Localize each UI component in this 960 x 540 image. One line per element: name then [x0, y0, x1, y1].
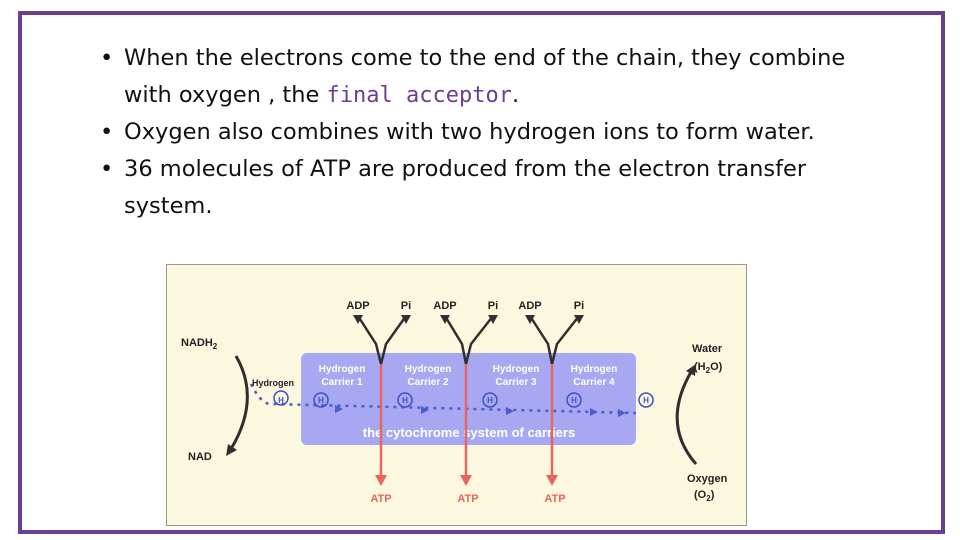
nadh-arrowhead: [226, 444, 237, 456]
path-arrowhead: [618, 409, 626, 417]
h-label: H: [571, 396, 577, 405]
nad-label: NAD: [188, 451, 212, 463]
adp-label: ADP: [433, 300, 456, 312]
bullet-dot: •: [100, 45, 114, 71]
atp-label: ATP: [544, 493, 565, 505]
bullet-text: 36 molecules of ATP are produced from th…: [124, 156, 807, 219]
atp-arrowhead: [460, 475, 472, 486]
merge-arrow: [356, 315, 383, 365]
h-label: H: [318, 396, 324, 405]
highlight-text: final acceptor: [326, 83, 512, 108]
cytochrome-label: the cytochrome system of carriers: [363, 425, 575, 440]
h-label: H: [487, 396, 493, 405]
pi-label: Pi: [488, 300, 498, 312]
pi-label: Pi: [574, 300, 584, 312]
nadh-arrow: [229, 355, 249, 450]
water-label: Water: [692, 343, 723, 355]
path-arrowhead: [421, 406, 429, 414]
path-arrowhead: [506, 407, 514, 415]
oxygen-arrowhead: [686, 364, 696, 376]
carrier-2-line1: Hydrogen: [405, 364, 452, 375]
adp-label: ADP: [346, 300, 369, 312]
nadh2-label: NADH2: [181, 337, 218, 351]
h-circle: [566, 392, 582, 408]
h-circle: [273, 390, 289, 406]
bullet-item: • When the electrons come to the end of …: [100, 40, 880, 114]
adp-arrowhead: [353, 315, 363, 324]
atp-label: ATP: [370, 493, 391, 505]
bullet-list: • When the electrons come to the end of …: [100, 40, 880, 225]
carrier-3-line1: Hydrogen: [493, 364, 540, 375]
bullet-text: Oxygen also combines with two hydrogen i…: [124, 119, 815, 145]
merge-arrow: [379, 315, 408, 365]
h-circle: [638, 392, 654, 408]
adp-arrowhead: [525, 315, 535, 324]
adp-arrowhead: [401, 315, 411, 324]
oxygen-formula: (O2): [694, 489, 715, 503]
adp-label: ADP: [518, 300, 541, 312]
path-arrowhead: [590, 408, 598, 416]
adp-arrowhead: [488, 315, 498, 324]
h-circle: [313, 392, 329, 408]
bullet-item: • Oxygen also combines with two hydrogen…: [100, 114, 880, 151]
carrier-2-line2: Carrier 2: [407, 377, 449, 388]
h-label: H: [643, 396, 649, 405]
carrier-4-line1: Hydrogen: [571, 364, 618, 375]
carrier-1-line2: Carrier 1: [321, 377, 363, 388]
atp-label: ATP: [457, 493, 478, 505]
merge-arrow: [464, 315, 494, 365]
hydrogen-label: Hydrogen: [252, 378, 294, 388]
bullet-item: • 36 molecules of ATP are produced from …: [100, 151, 880, 225]
carrier-3-line2: Carrier 3: [495, 377, 537, 388]
bullet-dot: •: [100, 119, 114, 145]
bullet-text: When the electrons come to the end of th…: [124, 45, 846, 108]
path-arrowhead: [335, 405, 343, 413]
merge-arrow: [443, 315, 468, 365]
pi-label: Pi: [401, 300, 411, 312]
carrier-1-line1: Hydrogen: [319, 364, 366, 375]
h-circle: [482, 392, 498, 408]
atp-arrowhead: [375, 475, 387, 486]
oxygen-label: Oxygen: [687, 473, 728, 485]
bullet-dot: •: [100, 156, 114, 182]
merge-arrow: [550, 315, 580, 365]
bullet-text: .: [511, 82, 520, 108]
oxygen-arrow: [675, 371, 698, 465]
h-label: H: [278, 396, 284, 405]
carrier-4-line2: Carrier 4: [573, 377, 615, 388]
adp-arrowhead: [574, 315, 584, 324]
atp-arrowhead: [546, 475, 558, 486]
adp-arrowhead: [440, 315, 450, 324]
h-circle: [397, 392, 413, 408]
water-formula: (H2O): [694, 361, 723, 375]
h-label: H: [402, 396, 408, 405]
electron-transport-diagram: Hydrogen Carrier 1 Hydrogen Carrier 2 Hy…: [166, 264, 747, 526]
merge-arrow: [528, 315, 554, 365]
